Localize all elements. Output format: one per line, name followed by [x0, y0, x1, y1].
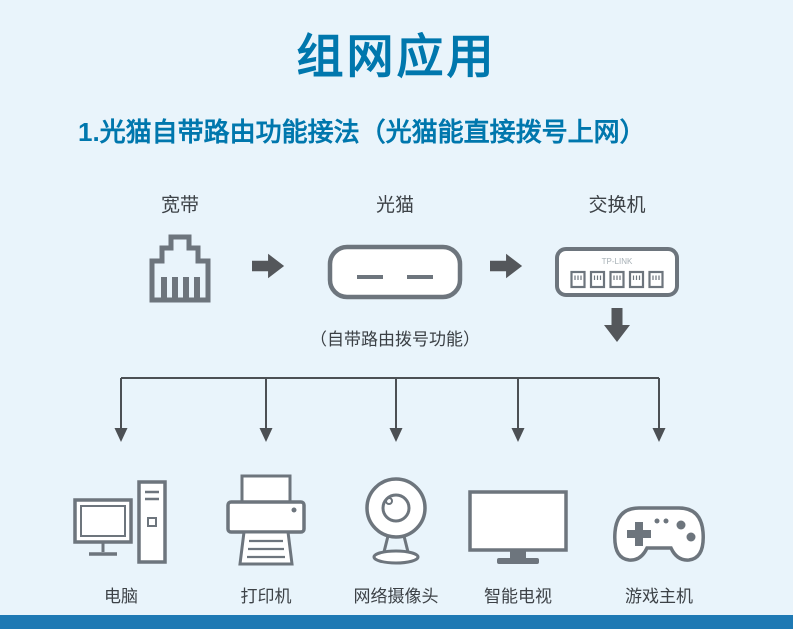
device-label: 智能电视	[484, 587, 552, 606]
device-computer: 电脑	[41, 466, 201, 607]
section-heading: 1.光猫自带路由功能接法（光猫能直接拨号上网）	[78, 117, 646, 147]
device-label: 网络摄像头	[353, 587, 439, 606]
modem-note: （自带路由拨号功能）	[310, 330, 480, 349]
device-label: 打印机	[240, 587, 292, 606]
node-switch: 交换机 TP-LINK	[554, 190, 680, 301]
tv-icon	[468, 466, 568, 566]
footer-bar	[0, 615, 793, 629]
modem-icon	[327, 241, 463, 301]
arrow-right-icon	[490, 251, 524, 281]
modem-label: 光猫	[375, 195, 414, 216]
computer-icon	[73, 466, 169, 566]
page-title: 组网应用	[296, 30, 497, 83]
arrow-down-icon	[602, 308, 632, 344]
ethernet-port-icon	[148, 233, 212, 303]
printer-icon	[224, 466, 308, 566]
device-printer: 打印机	[186, 466, 346, 607]
device-label: 游戏主机	[625, 587, 693, 606]
game-controller-icon	[611, 466, 707, 566]
switch-label: 交换机	[588, 195, 646, 216]
webcam-icon	[360, 466, 432, 566]
node-modem: 光猫 （自带路由拨号功能）	[310, 190, 480, 350]
device-webcam: 网络摄像头	[316, 466, 476, 607]
broadband-label: 宽带	[160, 195, 199, 216]
device-game-console: 游戏主机	[579, 466, 739, 607]
device-smart-tv: 智能电视	[438, 466, 598, 607]
device-label: 电脑	[104, 587, 138, 606]
switch-icon: TP-LINK	[554, 239, 680, 301]
node-broadband: 宽带	[148, 190, 212, 303]
arrow-right-icon	[252, 251, 286, 281]
connector-tree	[0, 374, 793, 452]
switch-brand-label: TP-LINK	[602, 257, 633, 266]
